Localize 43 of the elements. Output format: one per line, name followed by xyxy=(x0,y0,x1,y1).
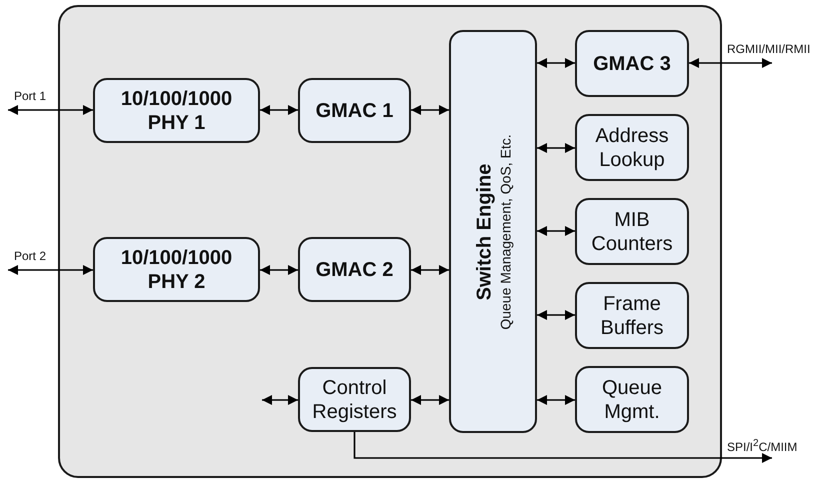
connector-arrow xyxy=(354,432,772,463)
block xyxy=(575,114,689,181)
block xyxy=(575,198,689,265)
signal-label: RGMII/MII/RMII xyxy=(727,42,810,56)
block xyxy=(298,367,411,432)
signal-label: Port 1 xyxy=(14,89,46,103)
block-label: Queue Mgmt. xyxy=(600,376,664,424)
block-label: Control Registers xyxy=(311,376,398,424)
connector-arrow xyxy=(537,226,575,236)
connector-arrow xyxy=(260,105,298,115)
block xyxy=(93,237,260,302)
signal-label: Port 2 xyxy=(14,249,46,263)
block-label: 10/100/1000 PHY 1 xyxy=(120,86,234,134)
connector-arrow xyxy=(8,265,93,275)
block xyxy=(93,78,260,143)
block xyxy=(575,30,689,97)
connector-arrow xyxy=(689,58,772,68)
block-label: GMAC 2 xyxy=(314,258,394,282)
block xyxy=(298,237,411,302)
switch-engine-block xyxy=(449,30,537,433)
block-title: Switch Engine xyxy=(472,163,496,300)
block-subtitle: Queue Management, QoS, Etc. xyxy=(496,134,514,330)
connector-arrow xyxy=(537,58,575,68)
connector-arrow xyxy=(262,395,298,405)
connector-arrow xyxy=(411,395,449,405)
block-label: 10/100/1000 PHY 2 xyxy=(120,246,234,294)
connector-arrow xyxy=(411,265,449,275)
block-label: GMAC 3 xyxy=(592,52,672,76)
connector-arrow xyxy=(537,395,575,405)
block-label: MIB Counters xyxy=(590,208,674,256)
block xyxy=(575,366,689,433)
connector-arrow xyxy=(537,310,575,320)
block xyxy=(575,282,689,349)
signal-label: SPI/I$^{2}$C/MIIM xyxy=(727,437,798,454)
connector-arrow xyxy=(537,143,575,153)
connector-arrow xyxy=(411,105,449,115)
block-label: Address Lookup xyxy=(594,124,670,172)
block-label: Frame Buffers xyxy=(600,292,664,340)
block xyxy=(298,78,411,143)
block-label: GMAC 1 xyxy=(314,98,394,122)
connector-arrow xyxy=(8,105,93,115)
chip-outline xyxy=(58,5,722,478)
connector-arrow xyxy=(260,265,298,275)
